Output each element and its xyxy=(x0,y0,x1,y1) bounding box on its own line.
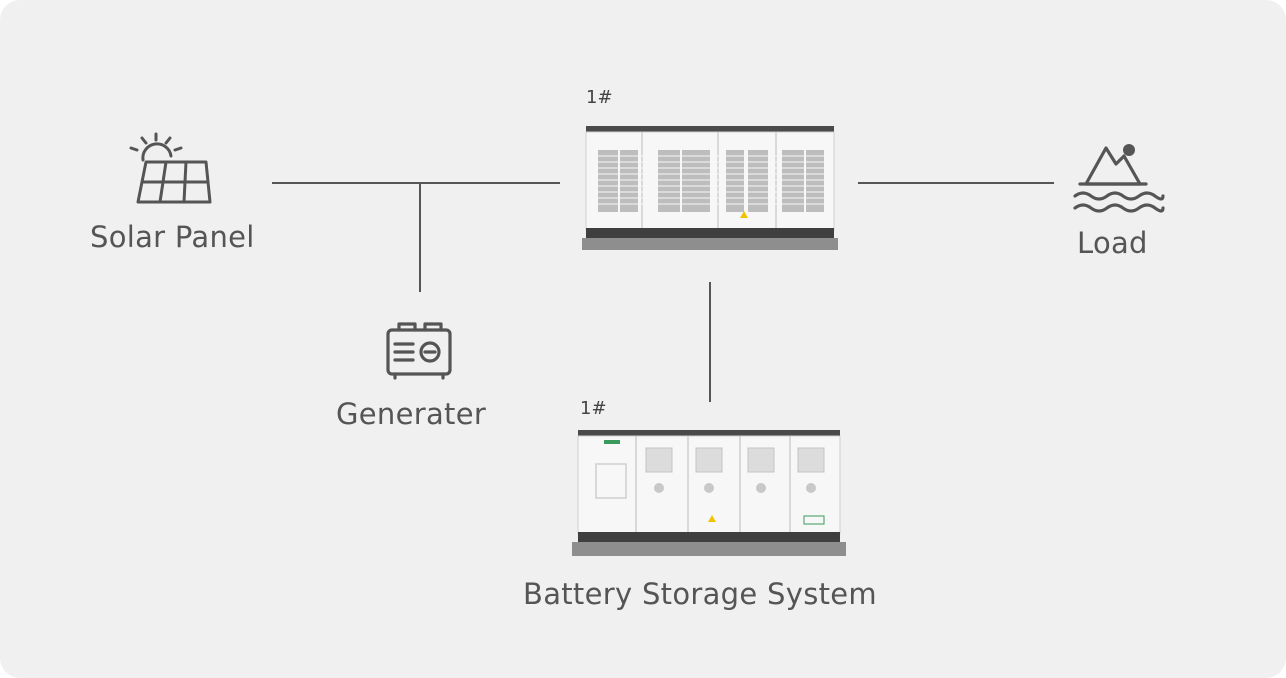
solar-panel-icon xyxy=(129,132,212,204)
pcs-unit-tag: 1# xyxy=(586,87,613,108)
line-pcs-to-load xyxy=(858,182,1054,184)
battery-cabinet-image xyxy=(572,430,846,556)
pcs-cabinet-image xyxy=(582,126,838,250)
line-solar-to-pcs xyxy=(272,182,560,184)
battery-storage-label: Battery Storage System xyxy=(523,577,877,611)
generator-icon xyxy=(386,322,452,380)
load-label: Load xyxy=(1077,226,1148,260)
battery-unit-tag: 1# xyxy=(580,398,607,419)
load-landscape-icon xyxy=(1073,144,1165,213)
generator-label: Generater xyxy=(336,397,487,431)
line-pcs-to-battery xyxy=(709,282,711,402)
solar-panel-label: Solar Panel xyxy=(90,220,255,254)
line-generator-branch xyxy=(419,182,421,292)
